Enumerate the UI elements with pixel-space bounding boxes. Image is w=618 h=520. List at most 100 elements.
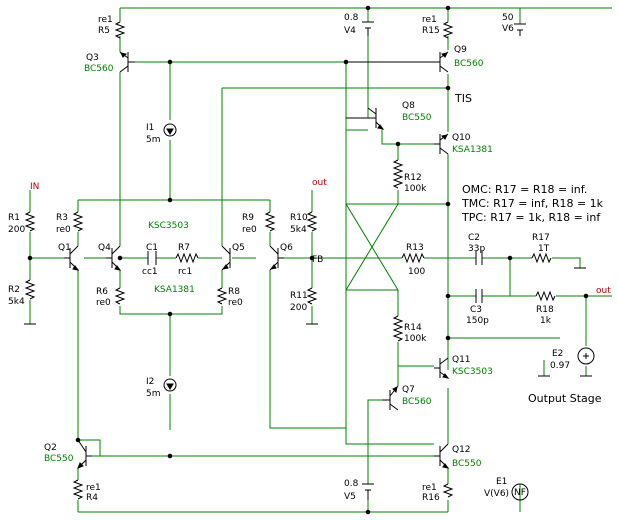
e1-expr: V(V6) (484, 489, 509, 499)
resistor-r15 (442, 21, 454, 39)
q4-type: KSC3503 (148, 221, 189, 231)
label-out-fb: out (312, 178, 327, 188)
capacitors (147, 251, 483, 303)
r9-value: re0 (242, 225, 257, 235)
e1-tag: NF (514, 488, 526, 498)
i2-value: 5m (146, 389, 161, 399)
transistor-q2 (77, 439, 92, 469)
q7-name: Q7 (402, 385, 415, 395)
c3-value: 150p (466, 316, 489, 326)
sources (24, 21, 595, 501)
q11-name: Q11 (452, 355, 471, 365)
r17-name: R17 (532, 233, 550, 243)
q8-name: Q8 (402, 101, 415, 111)
q12-type: BC550 (452, 459, 482, 469)
r10-value: 5k4 (290, 225, 307, 235)
v5-name: V5 (344, 492, 356, 502)
r1-name: R1 (8, 213, 20, 223)
resistor-r12 (392, 159, 404, 189)
r13-name: R13 (406, 243, 424, 253)
q9-name: Q9 (454, 45, 467, 55)
resistor-r4 (72, 479, 84, 500)
voltage-source-v5 (362, 483, 374, 500)
v5-value: 0.8 (344, 479, 359, 489)
q8-type: BC550 (402, 113, 432, 123)
r7-value: rc1 (178, 267, 192, 277)
r1-value: 200 (8, 225, 25, 235)
resistor-r11 (306, 287, 318, 305)
resistor-r9 (264, 211, 276, 232)
r6-name: R6 (96, 287, 108, 297)
q4-name: Q4 (98, 243, 111, 253)
transistor-q10 (434, 133, 449, 155)
r4-value: re1 (86, 483, 101, 493)
r18-name: R18 (536, 305, 554, 315)
resistor-r7 (175, 252, 199, 264)
transistor-q12 (434, 443, 450, 469)
e2-source (577, 347, 595, 365)
r8-name: R8 (228, 287, 240, 297)
capacitor-c1 (147, 251, 157, 265)
resistor-r1 (24, 211, 36, 232)
r8-value: re0 (228, 298, 243, 308)
e2-value: 0.97 (550, 361, 570, 371)
q3-name: Q3 (86, 53, 99, 63)
current-source-i1 (163, 123, 177, 137)
transistor-q3 (119, 51, 135, 73)
r9-name: R9 (242, 213, 254, 223)
c3-name: C3 (470, 305, 482, 315)
r16-name: R16 (422, 493, 440, 503)
q10-name: Q10 (452, 133, 471, 143)
e1-name: E1 (496, 477, 507, 487)
r16-value: re1 (422, 483, 437, 493)
capacitor-c2 (475, 251, 483, 265)
transistor-q6 (269, 245, 284, 271)
c2-name: C2 (468, 233, 480, 243)
resistor-r17 (531, 252, 552, 264)
note-tpc: TPC: R17 = 1k, R18 = inf (461, 211, 601, 224)
resistor-r13 (401, 252, 425, 264)
labels: IN out FB out TIS Output Stage OMC: R17 … (8, 13, 611, 503)
r2-value: 5k4 (8, 297, 25, 307)
r11-value: 200 (290, 303, 307, 313)
q1-name: Q1 (58, 243, 71, 253)
r12-value: 100k (404, 184, 427, 194)
e1-source (511, 483, 529, 501)
c1-name: C1 (146, 243, 158, 253)
transistor-q1 (64, 245, 80, 271)
q5-name: Q5 (232, 243, 245, 253)
resistor-r14 (392, 315, 404, 342)
r11-name: R11 (290, 291, 308, 301)
r15-value: re1 (422, 15, 437, 25)
r13-value: 100 (408, 267, 425, 277)
voltage-source-v6 (514, 23, 526, 36)
v4-name: V4 (344, 26, 356, 36)
label-output-stage: Output Stage (528, 392, 602, 405)
q11-type: KSC3503 (452, 367, 493, 377)
resistor-r3 (72, 211, 84, 232)
c1-value: cc1 (142, 267, 158, 277)
q7-type: BC560 (402, 397, 432, 407)
label-fb: FB (312, 255, 323, 265)
r3-name: R3 (56, 213, 68, 223)
label-out: out (596, 286, 611, 296)
voltage-source-v4 (362, 21, 374, 36)
c2-value: 33p (468, 244, 485, 254)
r7-name: R7 (178, 243, 190, 253)
transistor-q5 (221, 245, 231, 271)
label-tis: TIS (454, 92, 472, 105)
i2-name: I2 (146, 377, 154, 387)
e2-name: E2 (552, 349, 563, 359)
v4-value: 0.8 (344, 13, 359, 23)
transistors (64, 51, 450, 469)
resistors (24, 21, 556, 500)
q10-type: KSA1381 (452, 145, 493, 155)
r15-name: R15 (422, 26, 440, 36)
resistor-r18 (535, 290, 556, 302)
r5-name: R5 (98, 26, 110, 36)
r12-name: R12 (404, 173, 422, 183)
i1-value: 5m (146, 135, 161, 145)
resistor-r5 (114, 21, 126, 39)
note-tmc: TMC: R17 = inf, R18 = 1k (461, 197, 604, 210)
